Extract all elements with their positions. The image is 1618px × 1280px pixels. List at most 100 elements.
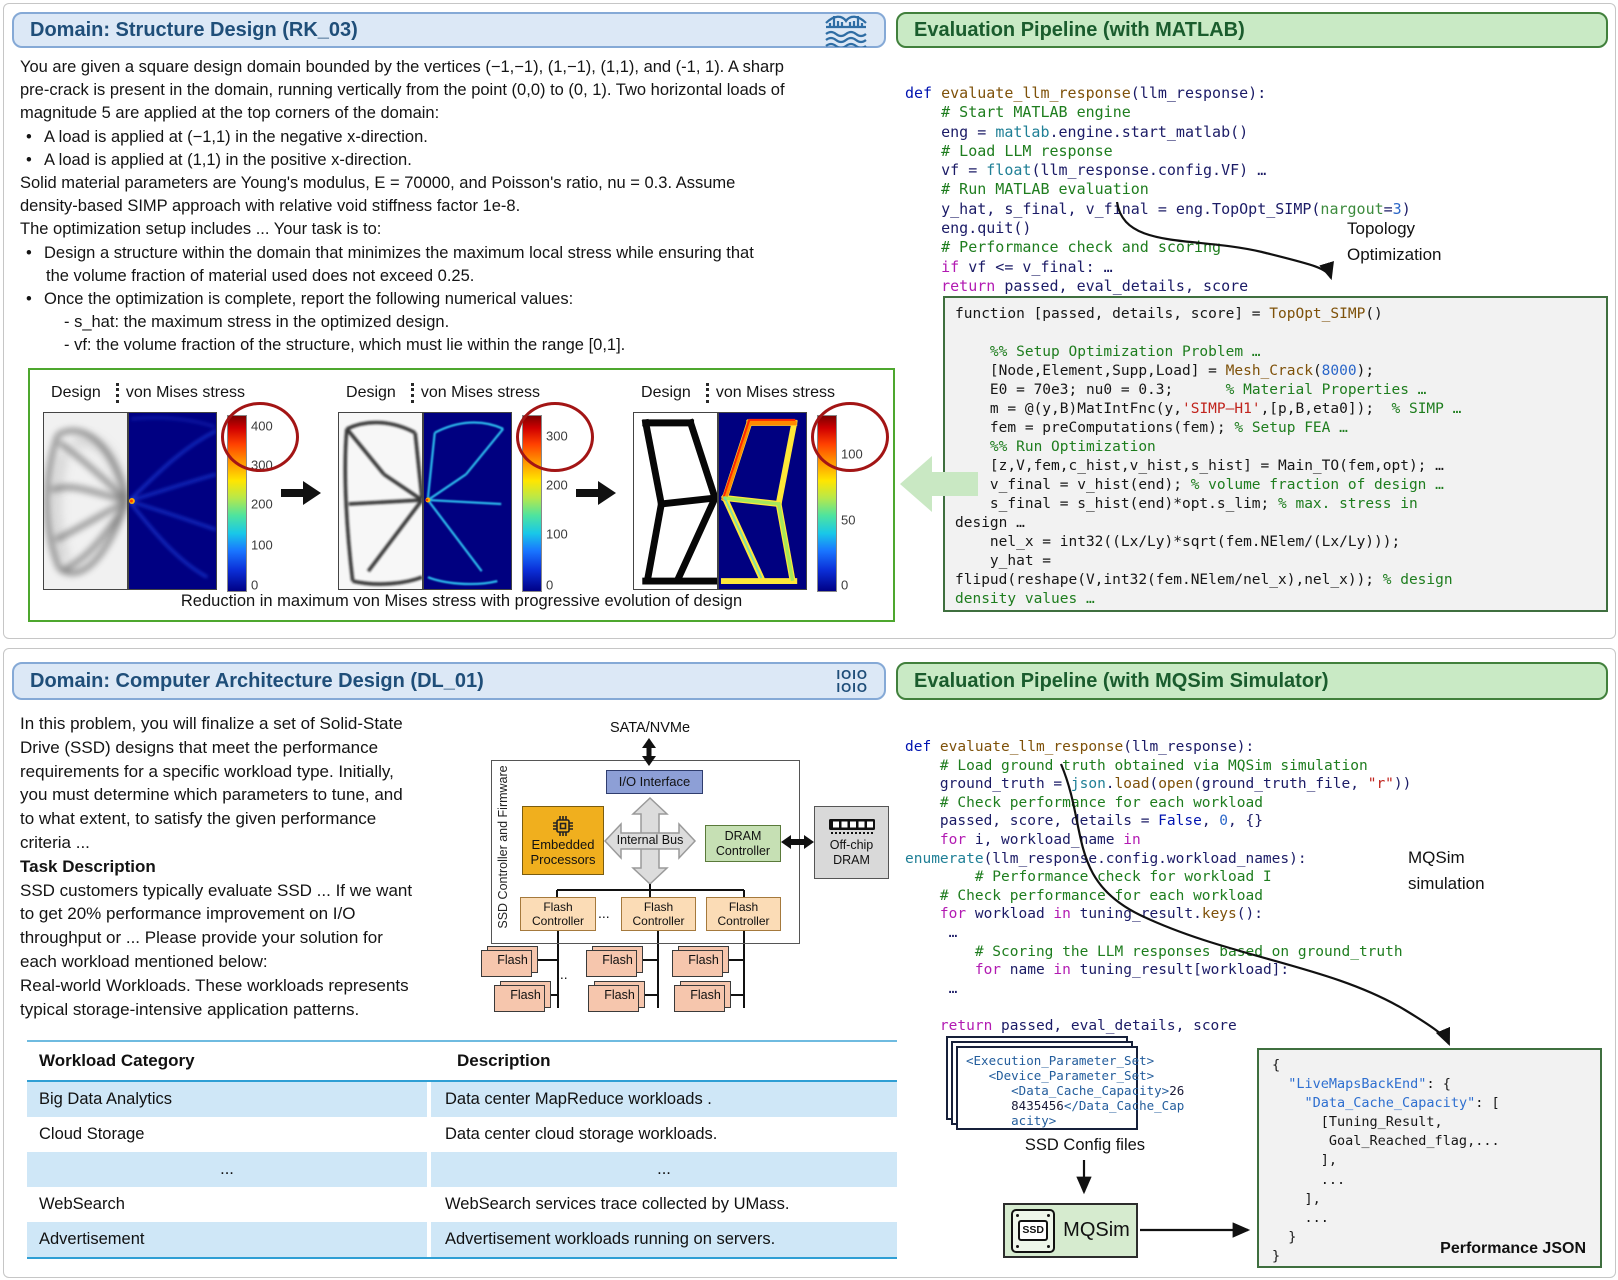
embedded-label: Processors — [530, 851, 596, 867]
code-token: for — [905, 831, 967, 848]
code-token: ], — [1272, 1190, 1321, 1207]
code-line: # Performance check and scoring — [905, 238, 1411, 257]
flash-label: Flash — [690, 987, 721, 1002]
text-line: A load is applied at (−1,1) in the negat… — [20, 126, 886, 149]
code-line: %% Setup Optimization Problem … — [955, 343, 1596, 362]
code-line: %% Run Optimization — [955, 438, 1596, 457]
stress-label: von Mises stress — [715, 384, 835, 401]
dram-controller-label: Controller — [715, 843, 771, 858]
colorbar-tick: 200 — [546, 477, 568, 493]
code-token: matlab — [995, 122, 1050, 141]
performance-json-code: { "LiveMapsBackEnd": { "Data_Cache_Capac… — [1272, 1056, 1500, 1266]
annotation-line: MQSim — [1408, 848, 1465, 867]
text-line: criteria ... — [20, 832, 90, 852]
text-line: requirements for a specific workload typ… — [20, 761, 394, 781]
code-line: eng = matlab.engine.start_matlab() — [905, 123, 1411, 142]
code-line: … — [905, 980, 1411, 999]
code-token: # Check performance for each workload — [905, 887, 1263, 904]
code-token: } — [1272, 1247, 1281, 1264]
code-token: </Data_Cache_Cap — [1063, 1098, 1185, 1113]
code-line: return passed, eval_details, score — [905, 1017, 1411, 1036]
code-token: () — [1365, 306, 1383, 322]
code-token: float — [986, 161, 1032, 180]
text-line: - s_hat: the maximum stress in the optim… — [64, 313, 450, 332]
code-token: Goal_Reached_flag,... — [1272, 1133, 1500, 1150]
code-line: if vf <= v_final: … — [905, 258, 1411, 277]
colorbar-tick: 50 — [841, 512, 856, 528]
flash-ellipsis: ... — [556, 966, 568, 982]
code-line: ground_truth = json.load(open(ground_tru… — [905, 775, 1411, 794]
config-card-front: <Execution_Parameter_Set> <Device_Parame… — [956, 1046, 1184, 1130]
code-line: <Execution_Parameter_Set> — [966, 1053, 1154, 1068]
embedded-label: Embedded — [531, 837, 595, 852]
code-line: E0 = 70e3; nu0 = 0.3; % Material Propert… — [955, 381, 1596, 400]
code-token: json — [1070, 776, 1106, 793]
topology-annotation: Topology Optimization — [1347, 216, 1441, 268]
dotted-divider — [410, 383, 414, 403]
io-interface-label: I/O Interface — [618, 773, 691, 789]
code-token: enumerate — [905, 850, 984, 867]
domain-architecture-title: Domain: Computer Architecture Design (DL… — [30, 669, 484, 692]
text-line: You are given a square design domain bou… — [20, 58, 784, 76]
design-label: Design — [346, 384, 396, 401]
table-cell: Data center MapReduce workloads . — [431, 1082, 897, 1117]
text-line: Solid material parameters are Young's mo… — [20, 174, 736, 193]
annotation-line: Optimization — [1347, 245, 1442, 264]
code-token: } — [1272, 1228, 1297, 1245]
text-line: - vf: the volume fraction of the structu… — [64, 336, 626, 355]
code-token: return — [905, 1017, 993, 1034]
code-token: in — [1053, 962, 1071, 979]
code-token: open — [1158, 776, 1194, 793]
code-line — [905, 998, 1411, 1017]
code-token: % Setup FEA … — [1234, 420, 1348, 436]
text-line: The optimization setup includes ... Your… — [20, 220, 382, 239]
code-line: # Check performance for each workload — [905, 794, 1411, 813]
matlab-pipeline-header: Evaluation Pipeline (with MATLAB) — [896, 12, 1608, 48]
code-token: evaluate_llm_response — [941, 84, 1131, 102]
offchip-dram-box: Off-chip DRAM — [814, 806, 889, 879]
text-line: magnitude 5 are applied at the top corne… — [20, 104, 440, 123]
code-line: # Load ground truth obtained via MQSim s… — [905, 757, 1411, 776]
code-line: "LiveMapsBackEnd": { — [1272, 1075, 1500, 1094]
flash-controller-box: Flash Controller — [520, 897, 596, 931]
text-line: Design a structure within the domain tha… — [20, 242, 886, 265]
code-token: , {} — [1228, 813, 1263, 830]
mqsim-pipeline-code: def evaluate_llm_response(llm_response):… — [905, 738, 1411, 1036]
code-line: m = @(y,B)MatIntFnc(y,'SIMP–H1',[p,B,eta… — [955, 400, 1596, 419]
flash-chip: Flash — [674, 981, 731, 1012]
code-token: in — [1123, 831, 1141, 848]
code-token: [Node,Element,Supp,Load] = — [955, 363, 1226, 379]
code-token: passed, eval_details, score — [995, 276, 1249, 295]
code-token: % volume fraction of design … — [1190, 477, 1444, 493]
code-token: ... — [1272, 1209, 1329, 1226]
matlab-function-box: function [passed, details, score] = TopO… — [943, 296, 1608, 612]
code-line: def evaluate_llm_response(llm_response): — [905, 84, 1411, 103]
dram-controller-label: DRAM — [724, 829, 762, 843]
code-token: for — [905, 906, 967, 923]
code-line: <Data_Cache_Capacity>26 — [966, 1083, 1184, 1098]
code-token: in — [1053, 906, 1071, 923]
code-line: # Start MATLAB engine — [905, 103, 1411, 122]
code-token: "LiveMapsBackEnd" — [1288, 1076, 1427, 1093]
matlab-function-code: function [passed, details, score] = TopO… — [955, 305, 1596, 609]
annotation-line: Topology — [1347, 219, 1416, 238]
code-token: TopOpt_SIMP — [1269, 306, 1366, 322]
code-token: % design — [1382, 572, 1453, 588]
code-line: Goal_Reached_flag,... — [1272, 1132, 1500, 1151]
text-line: Drive (SSD) designs that meet the perfor… — [20, 737, 379, 757]
code-token: y_hat = — [955, 553, 1052, 569]
code-line: eng.quit() — [905, 219, 1411, 238]
code-line: # Check performance for each workload — [905, 887, 1411, 906]
flash-controller-label: Flash — [543, 899, 573, 914]
code-token: .engine.start_matlab() — [1049, 122, 1249, 141]
evolution-arrow-1 — [281, 481, 321, 505]
design-image-2 — [338, 412, 423, 590]
code-line: function [passed, details, score] = TopO… — [955, 305, 1596, 324]
code-line: 8435456</Data_Cache_Cap — [966, 1098, 1184, 1113]
text-line: the volume fraction of material used doe… — [46, 266, 475, 285]
offchip-dram-label: Off-chip — [829, 838, 874, 852]
code-token: ( — [1312, 363, 1322, 379]
code-line: # Load LLM response — [905, 142, 1411, 161]
